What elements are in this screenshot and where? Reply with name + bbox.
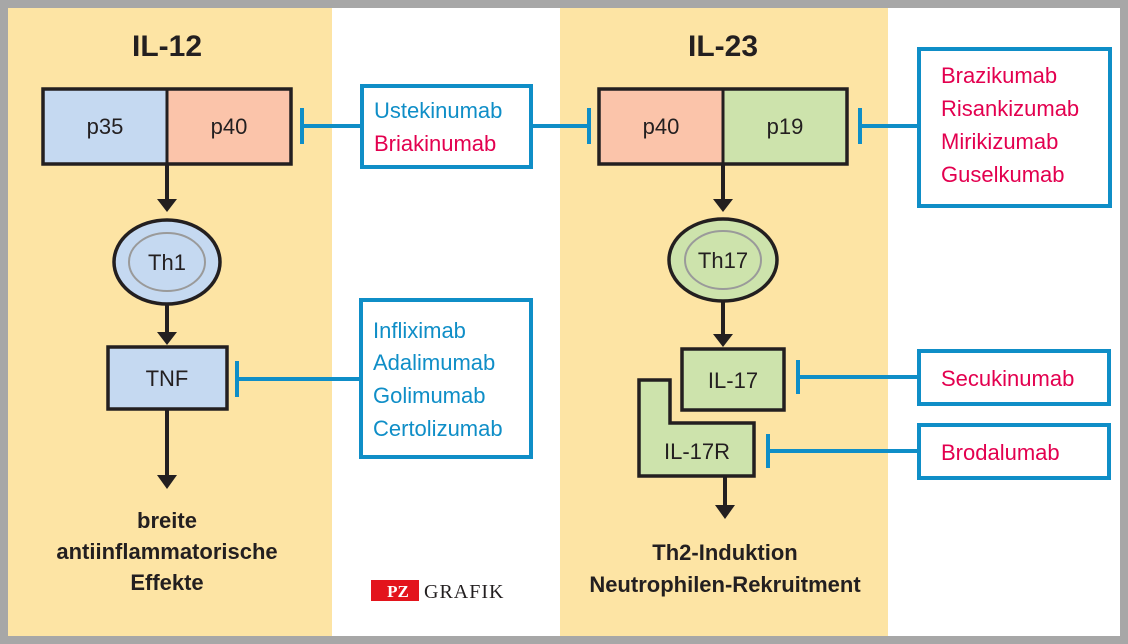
p40-inhibitor-box bbox=[360, 84, 533, 169]
arrow-il12-to-th1 bbox=[157, 164, 177, 212]
arrow-th1-to-tnf bbox=[157, 304, 177, 345]
drug-secukinumab: Secukinumab bbox=[941, 366, 1074, 391]
drug-ustekinumab: Ustekinumab bbox=[374, 98, 502, 123]
inhibitor-il17r: Brodalumab bbox=[766, 423, 1111, 480]
arrow-tnf-to-outcome bbox=[157, 409, 177, 489]
il17-inhibitor-box bbox=[917, 349, 1111, 406]
inhibitor-p19: Brazikumab Risankizumab Mirikizumab Guse… bbox=[858, 47, 1112, 208]
il23-complex: p40 p19 bbox=[597, 87, 849, 166]
p35-label: p35 bbox=[87, 114, 124, 139]
il23-title: IL-23 bbox=[688, 30, 758, 63]
il17r-receptor: IL-17R bbox=[637, 378, 756, 478]
il23-outcome: Th2-Induktion Neutrophilen-Rekruitment bbox=[589, 540, 861, 597]
il12-outcome: breite antiinflammatorische Effekte bbox=[56, 508, 277, 595]
tnf-inhibitor-box bbox=[359, 298, 533, 459]
drug-certolizumab: Certolizumab bbox=[373, 416, 503, 441]
th1-cell: Th1 bbox=[112, 218, 222, 306]
il17r-label: IL-17R bbox=[664, 439, 730, 464]
p40-subunit-il23 bbox=[599, 89, 723, 164]
p35-subunit bbox=[43, 89, 167, 164]
arrow-th17-to-il17 bbox=[713, 301, 733, 347]
il23-outcome-line-2: Neutrophilen-Rekruitment bbox=[589, 572, 861, 597]
drug-briakinumab: Briakinumab bbox=[374, 131, 496, 156]
p19-inhibitor-box bbox=[917, 47, 1112, 208]
drug-adalimumab: Adalimumab bbox=[373, 350, 495, 375]
drug-guselkumab: Guselkumab bbox=[941, 162, 1065, 187]
il12-complex: p35 p40 bbox=[41, 87, 293, 166]
il12-title: IL-12 bbox=[132, 30, 202, 63]
il17-box: IL-17 bbox=[680, 347, 786, 412]
p40-subunit-il12 bbox=[167, 89, 291, 164]
logo-text: GRAFIK bbox=[424, 581, 504, 603]
logo-badge bbox=[371, 580, 419, 601]
drug-infliximab: Infliximab bbox=[373, 318, 466, 343]
il17r-inhibitor-box bbox=[917, 423, 1111, 480]
tnf-box: TNF bbox=[106, 345, 229, 411]
il23-outcome-line-1: Th2-Induktion bbox=[652, 540, 797, 565]
p19-label: p19 bbox=[767, 114, 804, 139]
diagram-canvas: IL-12 p35 p40 Th1 TNF bbox=[8, 8, 1120, 636]
pathway-diagram: IL-12 p35 p40 Th1 TNF bbox=[41, 30, 1112, 603]
arrow-il17r-to-outcome bbox=[715, 476, 735, 519]
th17-cell: Th17 bbox=[667, 217, 779, 303]
il17-label: IL-17 bbox=[708, 368, 758, 393]
il12-outcome-line-1: breite bbox=[137, 508, 197, 533]
th1-label: Th1 bbox=[148, 250, 186, 275]
th17-label: Th17 bbox=[698, 248, 748, 273]
p40-label-il12: p40 bbox=[211, 114, 248, 139]
drug-brodalumab: Brodalumab bbox=[941, 440, 1060, 465]
drug-brazikumab: Brazikumab bbox=[941, 63, 1057, 88]
drug-mirikizumab: Mirikizumab bbox=[941, 129, 1058, 154]
il12-outcome-line-3: Effekte bbox=[130, 570, 203, 595]
drug-risankizumab: Risankizumab bbox=[941, 96, 1079, 121]
p40-label-il23: p40 bbox=[643, 114, 680, 139]
p19-subunit bbox=[723, 89, 847, 164]
inhibitor-p40: Ustekinumab Briakinumab bbox=[300, 84, 591, 169]
inhibitor-tnf: Infliximab Adalimumab Golimumab Certoliz… bbox=[235, 298, 533, 459]
drug-golimumab: Golimumab bbox=[373, 383, 485, 408]
il12-outcome-line-2: antiinflammatorische bbox=[56, 539, 277, 564]
pz-grafik-logo: PZ GRAFIK bbox=[371, 580, 504, 603]
logo-badge-text: PZ bbox=[387, 582, 409, 601]
arrow-il23-to-th17 bbox=[713, 164, 733, 212]
inhibitor-il17: Secukinumab bbox=[796, 349, 1111, 406]
tnf-label: TNF bbox=[146, 366, 189, 391]
